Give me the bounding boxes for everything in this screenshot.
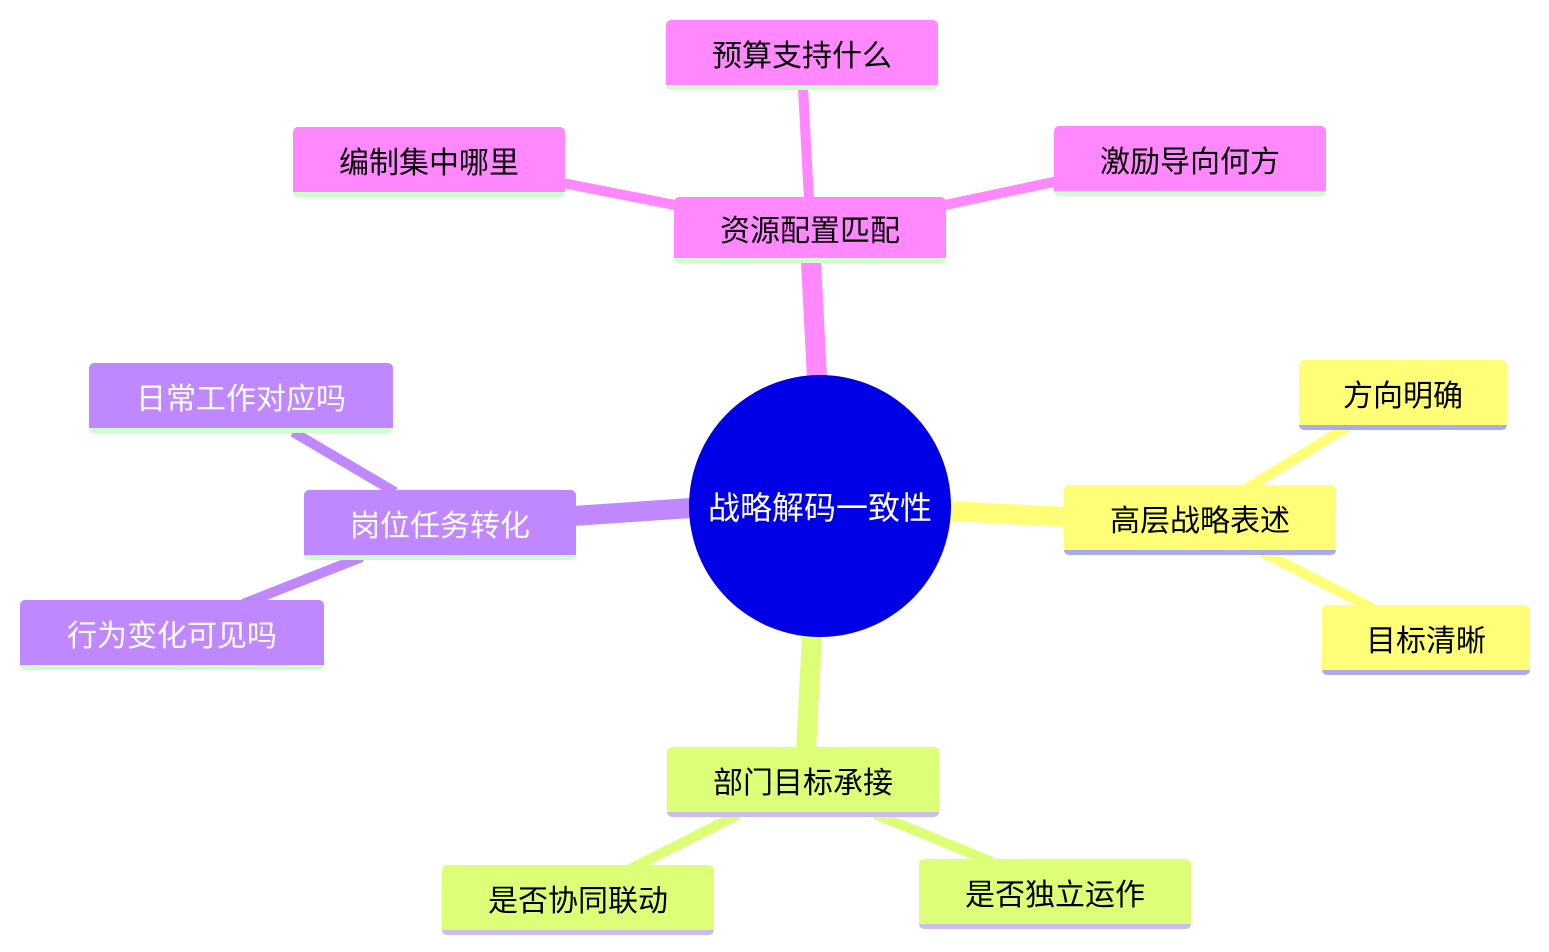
leaf-node-label: 是否独立运作 <box>965 877 1145 913</box>
leaf-node-label: 目标清晰 <box>1366 623 1486 659</box>
branch-node-position[interactable]: 岗位任务转化 <box>304 490 576 560</box>
leaf-node-staffing[interactable]: 编制集中哪里 <box>293 127 565 197</box>
link-department-independent <box>873 809 994 867</box>
branch-node-label: 岗位任务转化 <box>350 508 530 544</box>
link-center-resource <box>801 261 827 379</box>
branch-node-department[interactable]: 部门目标承接 <box>667 747 939 817</box>
branch-node-label: 资源配置匹配 <box>720 213 900 249</box>
leaf-node-label: 方向明确 <box>1343 378 1463 414</box>
link-resource-staffing <box>562 178 681 211</box>
leaf-node-behavior[interactable]: 行为变化可见吗 <box>20 600 324 670</box>
branch-node-resource[interactable]: 资源配置匹配 <box>674 197 946 263</box>
leaf-node-label: 行为变化可见吗 <box>67 618 277 654</box>
link-center-department <box>796 635 822 751</box>
center-node-label: 战略解码一致性 <box>707 489 932 527</box>
branch-node-label: 部门目标承接 <box>713 765 893 801</box>
leaf-node-target[interactable]: 目标清晰 <box>1322 605 1530 675</box>
link-strategy-direction <box>1241 419 1355 495</box>
leaf-node-label: 编制集中哪里 <box>339 145 519 181</box>
link-resource-budget <box>798 87 814 201</box>
leaf-node-independent[interactable]: 是否独立运作 <box>919 859 1191 929</box>
leaf-node-budget[interactable]: 预算支持什么 <box>666 20 938 90</box>
link-position-behavior <box>241 552 364 609</box>
leaf-node-label: 是否协同联动 <box>488 883 668 919</box>
leaf-node-direction[interactable]: 方向明确 <box>1299 360 1507 430</box>
leaf-node-collab[interactable]: 是否协同联动 <box>442 865 714 935</box>
branch-node-label: 高层战略表述 <box>1110 503 1290 539</box>
link-resource-incentive <box>938 176 1060 211</box>
leaf-node-label: 日常工作对应吗 <box>136 381 346 417</box>
link-center-strategy <box>948 501 1068 527</box>
link-department-collab <box>625 809 742 875</box>
leaf-node-daily[interactable]: 日常工作对应吗 <box>89 363 393 433</box>
center-node[interactable]: 战略解码一致性 <box>689 375 951 637</box>
link-position-daily <box>290 427 398 497</box>
leaf-node-label: 预算支持什么 <box>712 38 892 74</box>
link-strategy-target <box>1259 547 1375 613</box>
link-center-position <box>572 498 692 526</box>
branch-node-strategy[interactable]: 高层战略表述 <box>1064 485 1336 555</box>
leaf-node-label: 激励导向何方 <box>1100 144 1280 180</box>
leaf-node-incentive[interactable]: 激励导向何方 <box>1054 126 1326 196</box>
